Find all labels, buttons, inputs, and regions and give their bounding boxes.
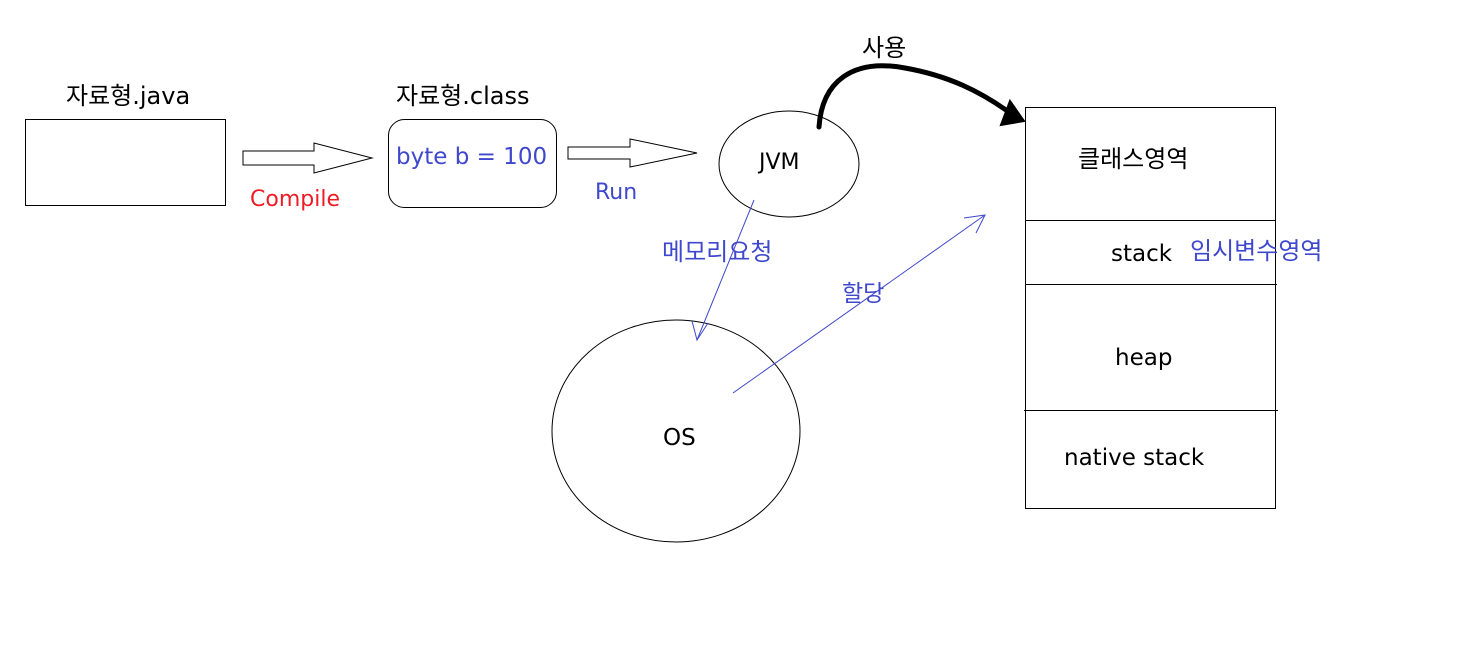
native-stack-label: native stack [1064, 445, 1205, 471]
allocate-label: 할당 [842, 281, 885, 307]
heap-label: heap [1115, 345, 1173, 371]
use-label: 사용 [862, 34, 907, 62]
allocate-line [732, 214, 986, 394]
run-arrow [567, 138, 698, 168]
allocate-arrowhead [963, 214, 986, 234]
compile-label: Compile [250, 187, 340, 212]
memory-request-line [696, 199, 755, 341]
memory-request-label: 메모리요청 [662, 238, 773, 266]
class-file-label: 자료형.class [396, 82, 530, 110]
os-ellipse [551, 319, 801, 543]
jvm-ellipse [718, 110, 860, 218]
class-file-content: byte b = 100 [396, 144, 548, 170]
class-area-label: 클래스영역 [1078, 145, 1189, 173]
os-label: OS [663, 425, 696, 451]
run-label: Run [595, 180, 638, 205]
memory-box [1025, 107, 1276, 509]
stack-label: stack [1111, 241, 1173, 267]
java-file-label: 자료형.java [66, 82, 191, 110]
use-curve-arrow [816, 63, 1009, 130]
memory-request-arrowhead [691, 320, 709, 342]
stack-note-label: 임시변수영역 [1190, 237, 1323, 265]
jvm-label: JVM [759, 150, 800, 175]
compile-arrow [242, 142, 374, 174]
use-arrowhead [999, 98, 1026, 127]
class-file-box [388, 119, 557, 208]
java-file-box [25, 119, 226, 206]
